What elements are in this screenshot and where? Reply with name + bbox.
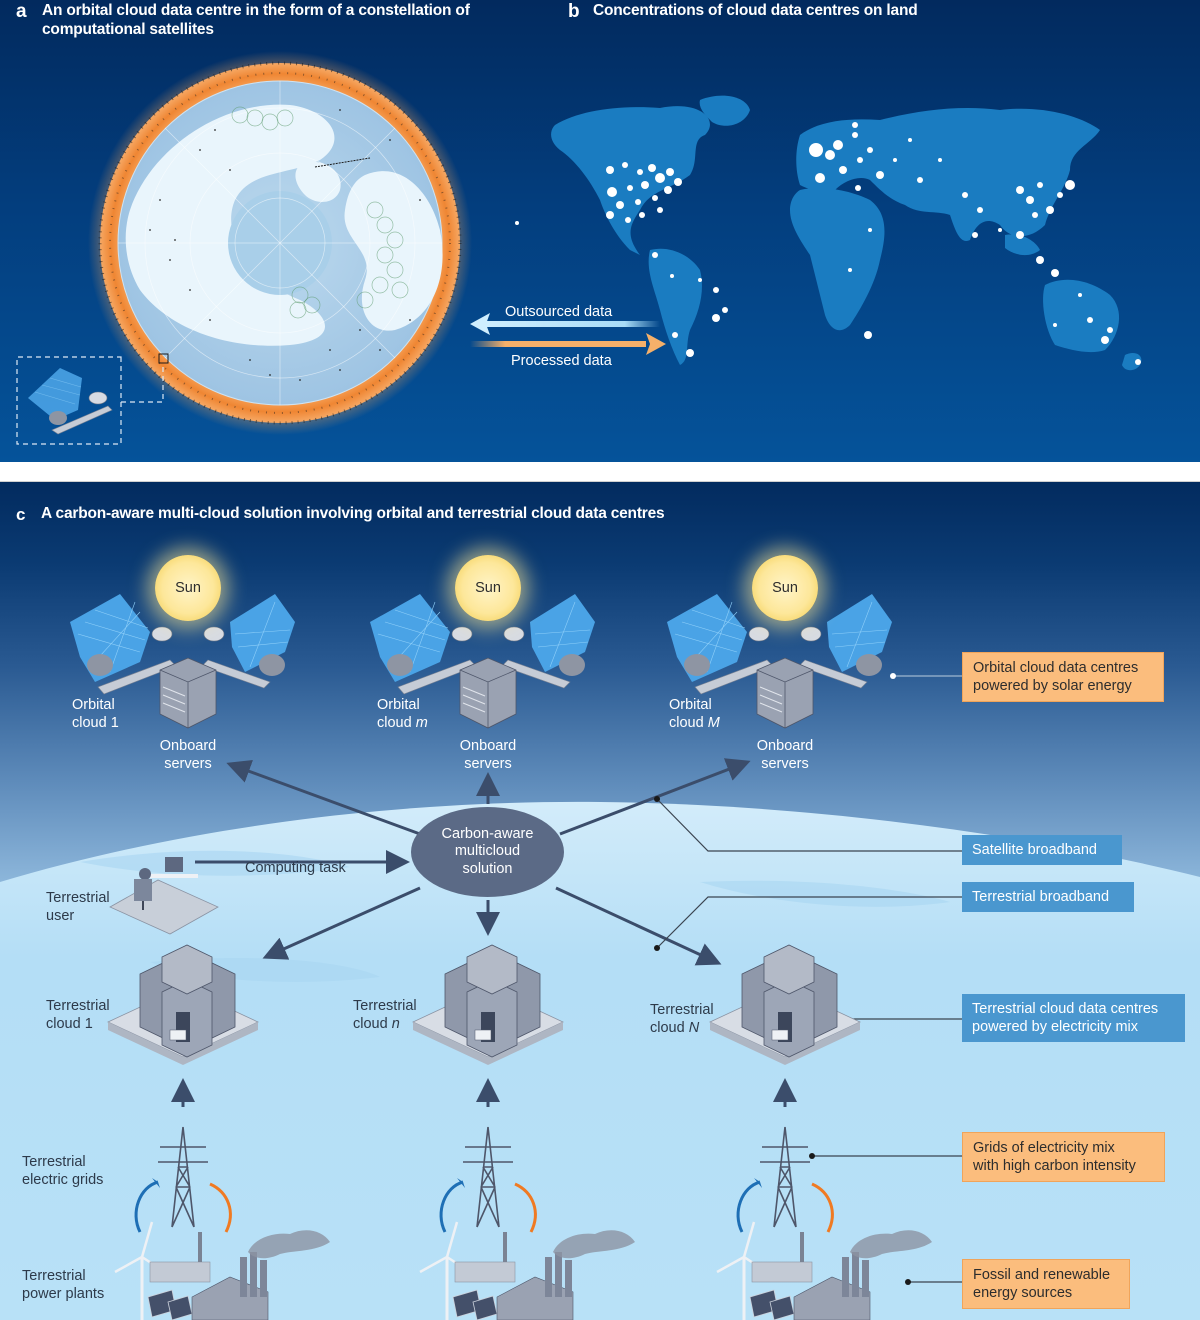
hub-line3: solution: [462, 860, 513, 877]
outsourced-data-label: Outsourced data: [505, 304, 613, 320]
orbital-cloud-m-line2: cloud m: [377, 714, 428, 732]
panel-a-b: a An orbital cloud data centre in the fo…: [0, 0, 1200, 462]
carbon-aware-multicloud-hub: Carbon-aware multicloud solution: [411, 807, 564, 897]
callout-terrestrial-dc-line2: powered by electricity mix: [972, 1019, 1138, 1035]
onboard-servers-1-line1: Onboard: [159, 738, 217, 754]
orbital-cloud-M-var: M: [707, 715, 720, 731]
pylon-icon: [158, 1126, 208, 1228]
power-grid-group: [114, 1126, 330, 1320]
callout-orbital-line1: Orbital cloud data centres: [973, 660, 1139, 676]
processed-data-arrow: [470, 333, 666, 355]
outsourced-data-arrow: [470, 313, 660, 335]
hub-line2: multicloud: [454, 843, 521, 860]
terrestrial-cloud-N-var: N: [688, 1020, 700, 1036]
onboard-servers-m-line1: Onboard: [459, 738, 517, 754]
callout-grids: Grids of electricity mix with high carbo…: [962, 1132, 1165, 1182]
terrestrial-cloud-n-text: cloud: [353, 1016, 392, 1032]
terrestrial-cloud-n-line2: cloud n: [353, 1015, 417, 1033]
panel-a-title: An orbital cloud data centre in the form…: [42, 1, 470, 39]
callout-terrestrial-dc-line1: Terrestrial cloud data centres: [972, 1001, 1159, 1017]
orbital-globe: [16, 51, 1142, 445]
callout-orbital-solar: Orbital cloud data centres powered by so…: [962, 652, 1164, 702]
panel-c-letter: c: [16, 505, 26, 524]
orbital-cloud-M-text: cloud: [669, 715, 708, 731]
orbital-cloud-1-line1: Orbital: [72, 697, 115, 713]
panel-c: c A carbon-aware multi-cloud solution in…: [0, 482, 1200, 1320]
orbital-cloud-m-text: cloud: [377, 715, 416, 731]
onboard-servers-M-line2: servers: [761, 756, 809, 772]
terrestrial-datacentre: [107, 944, 259, 1065]
computing-task-label: Computing task: [245, 860, 346, 876]
onboard-servers-1-line2: servers: [164, 756, 212, 772]
panel-b-letter: b: [568, 1, 580, 22]
callout-terrestrial-broadband: Terrestrial broadband: [962, 882, 1134, 912]
orbital-cluster: [70, 594, 295, 729]
orbital-cloud-M-line2: cloud M: [669, 714, 720, 732]
orbital-cloud-m-line1: Orbital: [377, 697, 420, 713]
grids-line2: electric grids: [22, 1172, 104, 1188]
orbital-cloud-m-var: m: [415, 715, 428, 731]
panel-a-title-line1: An orbital cloud data centre in the form…: [42, 2, 470, 19]
world-map: [551, 95, 1142, 371]
callout-energy-sources: Fossil and renewable energy sources: [962, 1259, 1130, 1309]
orbital-cloud-m-label: Orbital cloud m: [377, 696, 428, 732]
onboard-servers-M-label: Onboard servers: [747, 737, 823, 773]
terrestrial-cloud-N-line1: Terrestrial: [650, 1002, 714, 1018]
callout-sources-line2: energy sources: [973, 1285, 1073, 1301]
panel-c-title: A carbon-aware multi-cloud solution invo…: [41, 505, 665, 522]
terrestrial-cloud-N-text: cloud: [650, 1020, 689, 1036]
terrestrial-cloud-n-label: Terrestrial cloud n: [353, 997, 417, 1033]
terrestrial-cloud-N-line2: cloud N: [650, 1019, 714, 1037]
sun-icon-3: Sun: [752, 555, 818, 621]
processed-data-label: Processed data: [511, 353, 612, 369]
panel-a-title-line2: computational satellites: [42, 21, 214, 38]
panel-divider: [0, 462, 1200, 482]
terrestrial-cloud-n-var: n: [391, 1016, 400, 1032]
callout-grids-line1: Grids of electricity mix: [973, 1140, 1115, 1156]
callout-satellite-broadband: Satellite broadband: [962, 835, 1122, 865]
terrestrial-cloud-n-line1: Terrestrial: [353, 998, 417, 1014]
callout-terrestrial-dc: Terrestrial cloud data centres powered b…: [962, 994, 1185, 1042]
orbital-cloud-M-label: Orbital cloud M: [669, 696, 720, 732]
orbital-cloud-1-label: Orbital cloud 1: [72, 696, 119, 732]
user-line2: user: [46, 908, 75, 924]
sun-icon-2: Sun: [455, 555, 521, 621]
orbital-cloud-1-line2: cloud 1: [72, 715, 119, 731]
onboard-servers-m-label: Onboard servers: [450, 737, 526, 773]
plants-line1: Terrestrial: [22, 1268, 86, 1284]
terrestrial-user-label: Terrestrial user: [46, 889, 110, 925]
user-desk-icon: [109, 857, 219, 935]
terrestrial-cloud-1-label: Terrestrial cloud 1: [46, 997, 110, 1033]
power-plants-label: Terrestrial power plants: [22, 1267, 104, 1303]
hub-line1: Carbon-aware: [441, 825, 534, 842]
callout-sources-line1: Fossil and renewable: [973, 1267, 1111, 1283]
onboard-servers-1-label: Onboard servers: [150, 737, 226, 773]
terrestrial-cloud-1-line2: cloud 1: [46, 1016, 93, 1032]
panel-b-title: Concentrations of cloud data centres on …: [593, 2, 918, 19]
plants-line2: power plants: [22, 1286, 105, 1302]
satellite-icon: [28, 368, 113, 435]
terrestrial-cloud-N-label: Terrestrial cloud N: [650, 1001, 714, 1037]
orbital-cloud-M-line1: Orbital: [669, 697, 712, 713]
onboard-servers-M-line1: Onboard: [756, 738, 814, 754]
callout-orbital-line2: powered by solar energy: [973, 678, 1132, 694]
panel-a-letter: a: [16, 1, 27, 22]
data-centre-dots: [515, 122, 1141, 365]
sun-icon-1: Sun: [155, 555, 221, 621]
onboard-servers-m-line2: servers: [464, 756, 512, 772]
user-line1: Terrestrial: [46, 890, 110, 906]
grids-line1: Terrestrial: [22, 1154, 86, 1170]
terrestrial-cloud-1-line1: Terrestrial: [46, 998, 110, 1014]
callout-grids-line2: with high carbon intensity: [973, 1158, 1136, 1174]
electric-grids-label: Terrestrial electric grids: [22, 1153, 103, 1189]
diagram-connectors: [0, 593, 1200, 1320]
